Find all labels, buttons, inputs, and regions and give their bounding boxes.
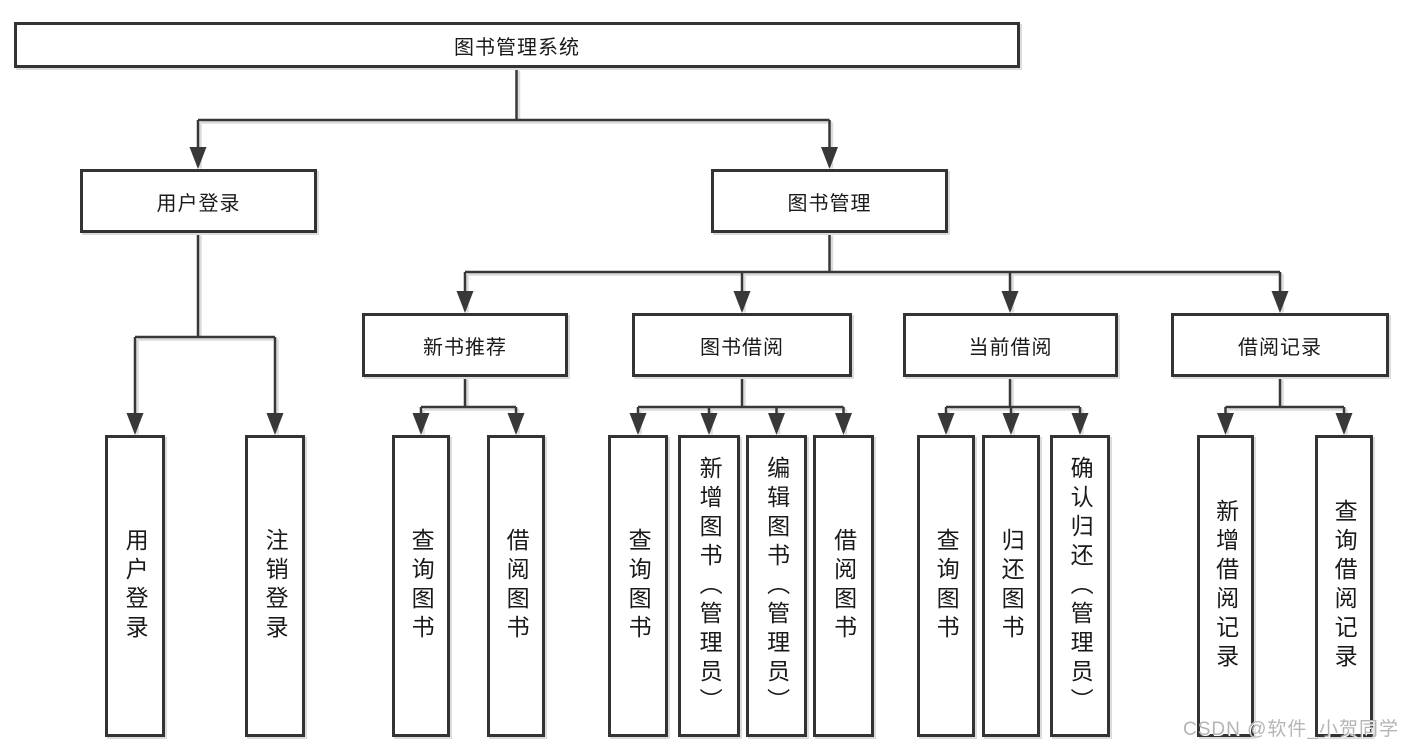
leaf-bb-edit-books-admin: 编辑图书（管理员） [746, 435, 807, 737]
leaf-bb-edit-books-admin-label: 编辑图书（管理员） [763, 455, 790, 717]
leaf-cb-return-books: 归还图书 [982, 435, 1040, 737]
node-book-borrowing: 图书借阅 [632, 313, 852, 377]
leaf-bb-add-books-admin: 新增图书（管理员） [678, 435, 740, 737]
node-new-book-recommend: 新书推荐 [362, 313, 568, 377]
leaf-logout-label: 注销登录 [262, 528, 289, 644]
leaf-cb-confirm-return-admin: 确认归还（管理员） [1050, 435, 1110, 737]
leaf-br-query-record: 查询借阅记录 [1315, 435, 1373, 737]
leaf-br-query-record-label: 查询借阅记录 [1331, 499, 1358, 673]
leaf-nbr-borrow-books: 借阅图书 [487, 435, 545, 737]
leaf-nbr-query-books: 查询图书 [392, 435, 450, 737]
node-user-login: 用户登录 [80, 169, 317, 233]
leaf-bb-query-books: 查询图书 [608, 435, 668, 737]
leaf-user-login-label: 用户登录 [122, 528, 149, 644]
leaf-nbr-borrow-books-label: 借阅图书 [503, 528, 530, 644]
leaf-bb-borrow-books: 借阅图书 [813, 435, 874, 737]
node-root-system: 图书管理系统 [14, 22, 1020, 68]
node-current-borrowing: 当前借阅 [903, 313, 1118, 377]
leaf-bb-query-books-label: 查询图书 [625, 528, 652, 644]
leaf-cb-return-books-label: 归还图书 [998, 528, 1025, 644]
leaf-cb-query-books-label: 查询图书 [933, 528, 960, 644]
node-book-management: 图书管理 [711, 169, 948, 233]
connector-arrowheads [126, 147, 1353, 435]
leaf-user-login: 用户登录 [105, 435, 165, 737]
node-borrowing-records: 借阅记录 [1171, 313, 1389, 377]
csdn-watermark: CSDN @软件_小贺同学 [1183, 719, 1399, 740]
leaf-br-add-record: 新增借阅记录 [1197, 435, 1254, 737]
leaf-logout: 注销登录 [245, 435, 305, 737]
leaf-br-add-record-label: 新增借阅记录 [1212, 499, 1239, 673]
leaf-cb-confirm-return-admin-label: 确认归还（管理员） [1067, 455, 1094, 717]
leaf-nbr-query-books-label: 查询图书 [408, 528, 435, 644]
leaf-bb-borrow-books-label: 借阅图书 [830, 528, 857, 644]
leaf-bb-add-books-admin-label: 新增图书（管理员） [696, 455, 723, 717]
leaf-cb-query-books: 查询图书 [917, 435, 975, 737]
